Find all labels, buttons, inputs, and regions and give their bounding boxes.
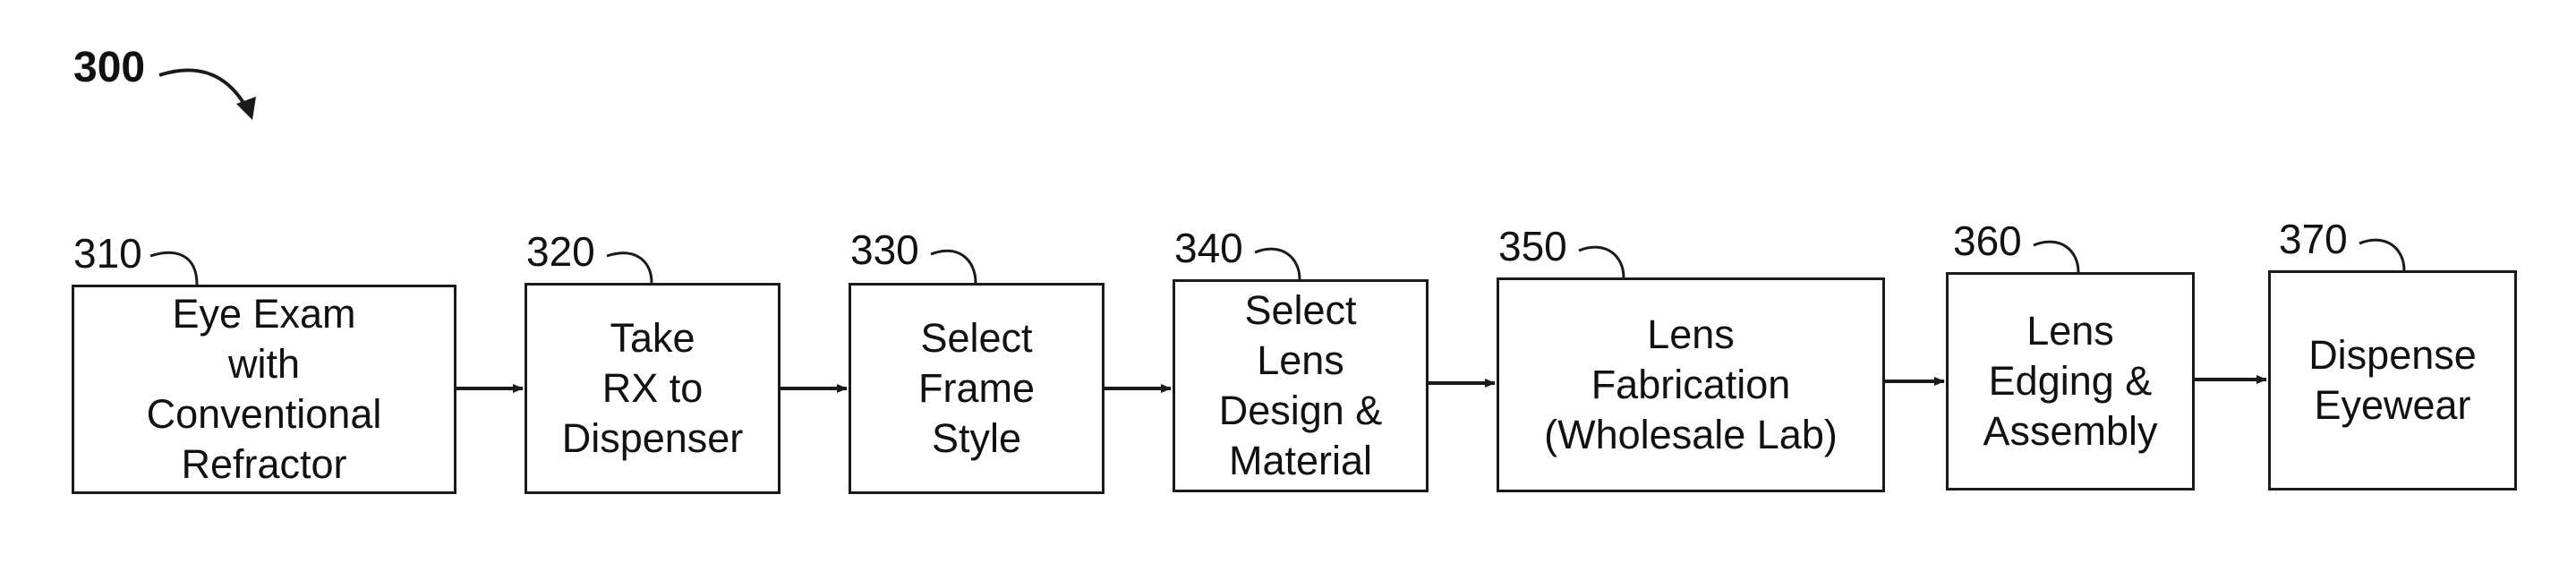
step-text-take-rx: Take RX to Dispenser <box>562 313 744 463</box>
step-box-select-frame: Select Frame Style <box>849 283 1105 494</box>
step-ref-360: 360 <box>1953 220 2022 261</box>
step-text-select-lens: Select Lens Design & Material <box>1219 286 1383 485</box>
step-text-lens-edging: Lens Edging & Assembly <box>1983 306 2157 456</box>
leader-330 <box>931 251 976 283</box>
leader-340 <box>1255 249 1300 279</box>
step-text-lens-fabrication: Lens Fabrication (Wholesale Lab) <box>1544 310 1838 459</box>
step-box-lens-edging: Lens Edging & Assembly <box>1946 272 2195 490</box>
step-box-eye-exam: Eye Exam with Conventional Refractor <box>72 285 456 494</box>
step-ref-330: 330 <box>850 229 919 270</box>
step-box-lens-fabrication: Lens Fabrication (Wholesale Lab) <box>1497 277 1885 492</box>
figure-pointer-arrowhead <box>236 97 256 120</box>
leader-320 <box>607 253 652 283</box>
leader-360 <box>2034 242 2078 272</box>
leader-310 <box>150 252 197 285</box>
step-ref-320: 320 <box>526 231 595 272</box>
step-ref-340: 340 <box>1174 227 1243 269</box>
step-ref-350: 350 <box>1498 226 1567 267</box>
step-box-select-lens: Select Lens Design & Material <box>1173 279 1429 492</box>
leader-370 <box>2359 240 2404 270</box>
step-box-take-rx: Take RX to Dispenser <box>525 283 780 494</box>
step-ref-370: 370 <box>2279 218 2348 260</box>
leader-350 <box>1579 247 1624 277</box>
step-box-dispense-eyewear: Dispense Eyewear <box>2268 270 2517 490</box>
step-text-select-frame: Select Frame Style <box>918 313 1035 463</box>
step-text-eye-exam: Eye Exam with Conventional Refractor <box>147 289 382 489</box>
step-ref-310: 310 <box>73 233 142 274</box>
figure-pointer-arrow <box>159 70 245 106</box>
step-text-dispense-eyewear: Dispense Eyewear <box>2308 330 2477 431</box>
